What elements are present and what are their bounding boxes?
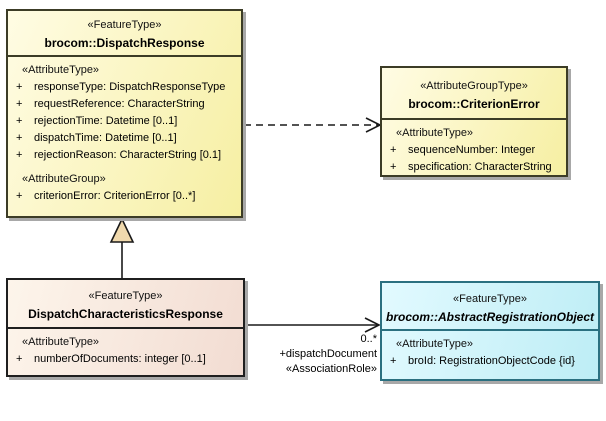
attribute-text: rejectionReason: CharacterString [0.1] [34, 149, 222, 161]
visibility-plus: + [16, 81, 23, 93]
attribute-row: + sequenceNumber: Integer [382, 142, 566, 159]
attribute-type-stereotype: «AttributeType» [22, 336, 100, 348]
attribute-row: + criterionError: CriterionError [0..*] [8, 188, 241, 205]
attribute-text: sequenceNumber: Integer [408, 144, 536, 156]
attribute-text: requestReference: CharacterString [34, 98, 205, 110]
class-attributes-compartment: «AttributeType» + broId: RegistrationObj… [382, 331, 598, 370]
class-header: «AttributeGroupType» brocom::CriterionEr… [382, 68, 566, 120]
attribute-row: + dispatchTime: Datetime [0..1] [8, 130, 241, 147]
class-criterion-error[interactable]: «AttributeGroupType» brocom::CriterionEr… [380, 66, 568, 177]
attribute-row: + rejectionReason: CharacterString [0.1] [8, 147, 241, 164]
class-stereotype: «FeatureType» [88, 290, 163, 302]
attribute-row: + numberOfDocuments: integer [0..1] [8, 351, 243, 368]
class-name: brocom::CriterionError [408, 97, 540, 111]
visibility-plus: + [16, 98, 23, 110]
class-dispatch-response[interactable]: «FeatureType» brocom::DispatchResponse «… [6, 9, 243, 218]
generalization-connector[interactable] [109, 217, 135, 278]
association-stereotype: «AssociationRole» [285, 363, 377, 375]
class-attributes-compartment: «AttributeType» + numberOfDocuments: int… [8, 329, 243, 368]
attribute-text: responseType: DispatchResponseType [34, 81, 226, 93]
attribute-row: + broId: RegistrationObjectCode {id} [382, 353, 598, 370]
class-dispatch-characteristics-response[interactable]: «FeatureType» DispatchCharacteristicsRes… [6, 278, 245, 377]
class-attributes-compartment: «AttributeType» + responseType: Dispatch… [8, 57, 241, 205]
class-stereotype: «AttributeGroupType» [420, 80, 528, 92]
class-attributes-compartment: «AttributeType» + sequenceNumber: Intege… [382, 120, 566, 176]
class-name: brocom::DispatchResponse [44, 36, 205, 50]
class-abstract-registration-object[interactable]: «FeatureType» brocom::AbstractRegistrati… [380, 281, 600, 381]
class-name: brocom::AbstractRegistrationObject [385, 310, 595, 324]
visibility-plus: + [16, 190, 23, 202]
visibility-plus: + [16, 115, 23, 127]
attribute-text: numberOfDocuments: integer [0..1] [34, 353, 206, 365]
class-stereotype: «FeatureType» [87, 19, 162, 31]
visibility-plus: + [16, 149, 23, 161]
attribute-type-stereotype: «AttributeType» [22, 64, 100, 76]
association-multiplicity: 0..* [360, 333, 377, 345]
association-labels: 0..* +dispatchDocument «AssociationRole» [241, 332, 377, 377]
attribute-row: + responseType: DispatchResponseType [8, 79, 241, 96]
attribute-text: specification: CharacterString [408, 161, 552, 173]
class-header: «FeatureType» brocom::AbstractRegistrati… [382, 283, 598, 331]
visibility-plus: + [390, 161, 397, 173]
attribute-type-stereotype: «AttributeType» [396, 127, 474, 139]
association-role-name: +dispatchDocument [279, 348, 377, 360]
attribute-text: criterionError: CriterionError [0..*] [34, 190, 196, 202]
visibility-plus: + [16, 132, 23, 144]
association-connector[interactable] [246, 317, 381, 333]
class-name: DispatchCharacteristicsResponse [28, 307, 223, 321]
attribute-type-stereotype: «AttributeType» [396, 338, 474, 350]
dependency-connector[interactable] [244, 117, 382, 133]
attribute-text: rejectionTime: Datetime [0..1] [34, 115, 178, 127]
attribute-row: + rejectionTime: Datetime [0..1] [8, 113, 241, 130]
visibility-plus: + [16, 353, 23, 365]
attribute-row: + specification: CharacterString [382, 159, 566, 176]
class-stereotype: «FeatureType» [453, 293, 527, 305]
attribute-text: broId: RegistrationObjectCode {id} [408, 355, 575, 367]
visibility-plus: + [390, 144, 397, 156]
visibility-plus: + [390, 355, 397, 367]
class-header: «FeatureType» brocom::DispatchResponse [8, 11, 241, 57]
attribute-row: + requestReference: CharacterString [8, 96, 241, 113]
attribute-group-stereotype: «AttributeGroup» [22, 173, 106, 185]
class-header: «FeatureType» DispatchCharacteristicsRes… [8, 280, 243, 329]
attribute-text: dispatchTime: Datetime [0..1] [34, 132, 177, 144]
